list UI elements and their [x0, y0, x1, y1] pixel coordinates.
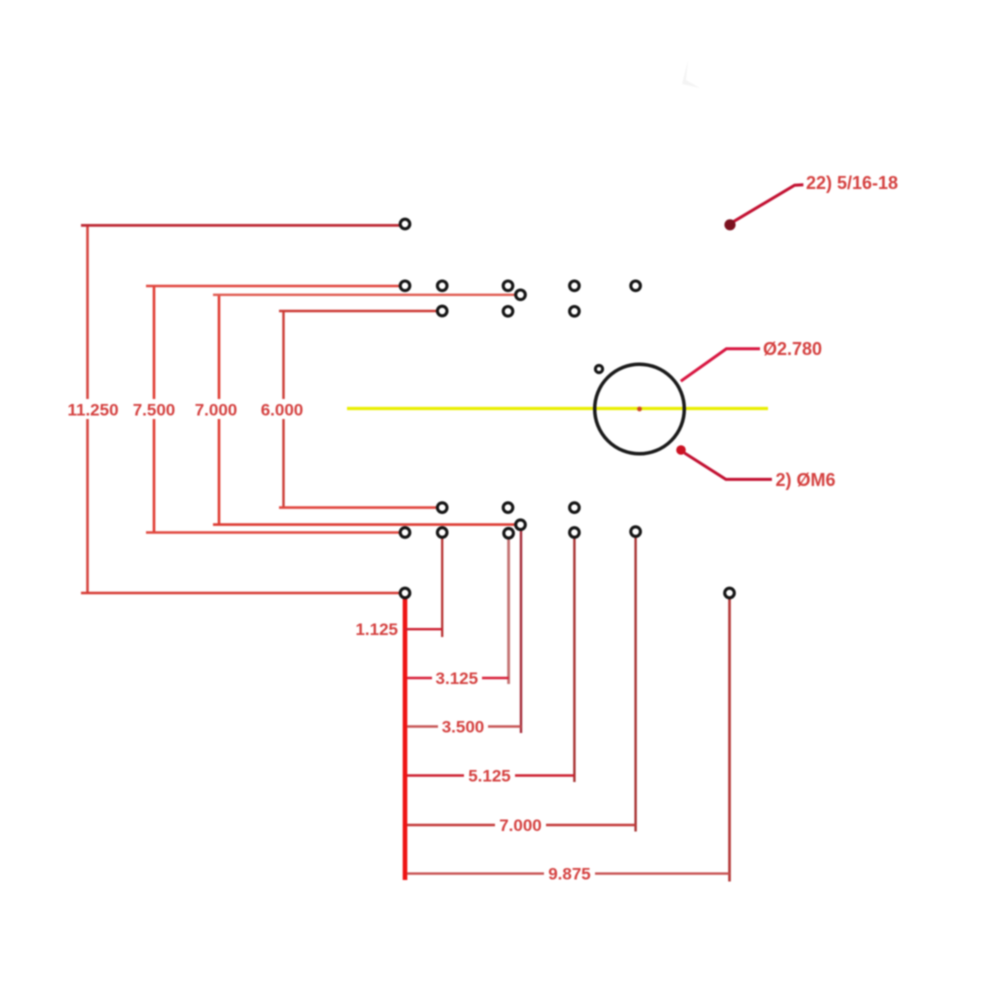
svg-text:5.125: 5.125 [468, 767, 511, 786]
svg-text:1.125: 1.125 [355, 620, 398, 639]
svg-text:7.500: 7.500 [133, 401, 176, 420]
svg-text:7.000: 7.000 [499, 816, 542, 835]
svg-text:6.000: 6.000 [261, 401, 304, 420]
svg-text:2) ØM6: 2) ØM6 [776, 470, 836, 490]
svg-text:3.500: 3.500 [442, 718, 485, 737]
svg-text:11.250: 11.250 [67, 401, 118, 420]
svg-text:3.125: 3.125 [436, 669, 479, 688]
svg-text:7.000: 7.000 [195, 401, 238, 420]
svg-text:22) 5/16-18: 22) 5/16-18 [806, 173, 898, 193]
svg-text:9.875: 9.875 [548, 865, 591, 884]
svg-text:Ø2.780: Ø2.780 [763, 339, 822, 359]
